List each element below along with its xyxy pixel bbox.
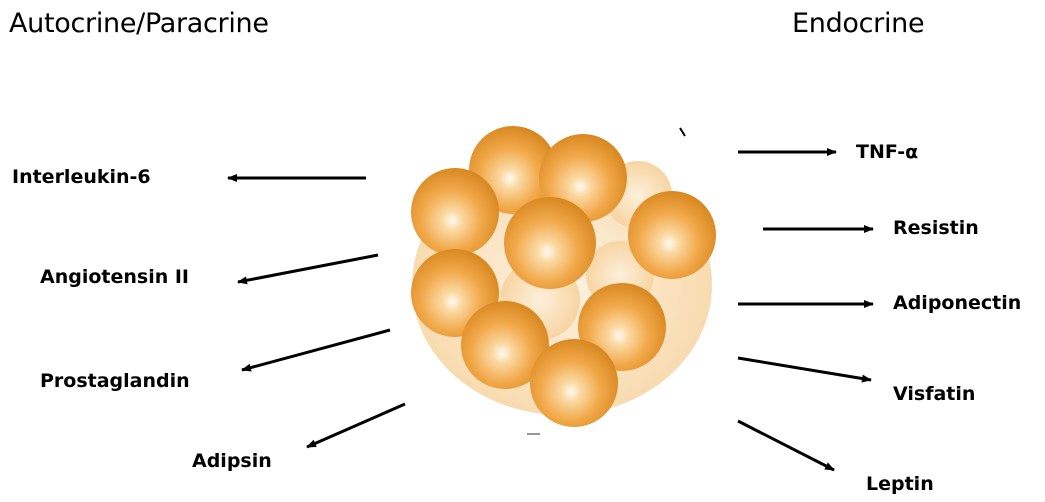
fat-cell [628,191,716,279]
heading-autocrine-paracrine: Autocrine/Paracrine [9,8,269,39]
fat-cell [530,339,618,427]
cell-cluster [411,126,716,427]
stray-mark [680,128,685,136]
arrow-visfatin [738,358,871,380]
left-arrows [228,178,405,447]
label-adipsin: Adipsin [192,452,272,471]
heading-endocrine: Endocrine [792,8,924,39]
arrow-leptin [738,421,834,470]
arrow-angiotensin [238,255,378,282]
label-leptin: Leptin [866,475,934,494]
label-resistin: Resistin [893,219,979,238]
label-adiponectin: Adiponectin [893,294,1021,313]
arrow-adipsin [307,404,405,447]
fat-cell [504,197,596,289]
right-arrows [738,152,873,470]
fat-cell [411,168,499,256]
arrow-prostaglandin [242,330,390,370]
label-interleukin-6: Interleukin-6 [12,168,151,187]
label-prostaglandin: Prostaglandin [40,372,190,391]
label-angiotensin-ii: Angiotensin II [40,268,189,287]
label-visfatin: Visfatin [893,385,975,404]
label-tnf-alpha: TNF-α [856,143,918,162]
